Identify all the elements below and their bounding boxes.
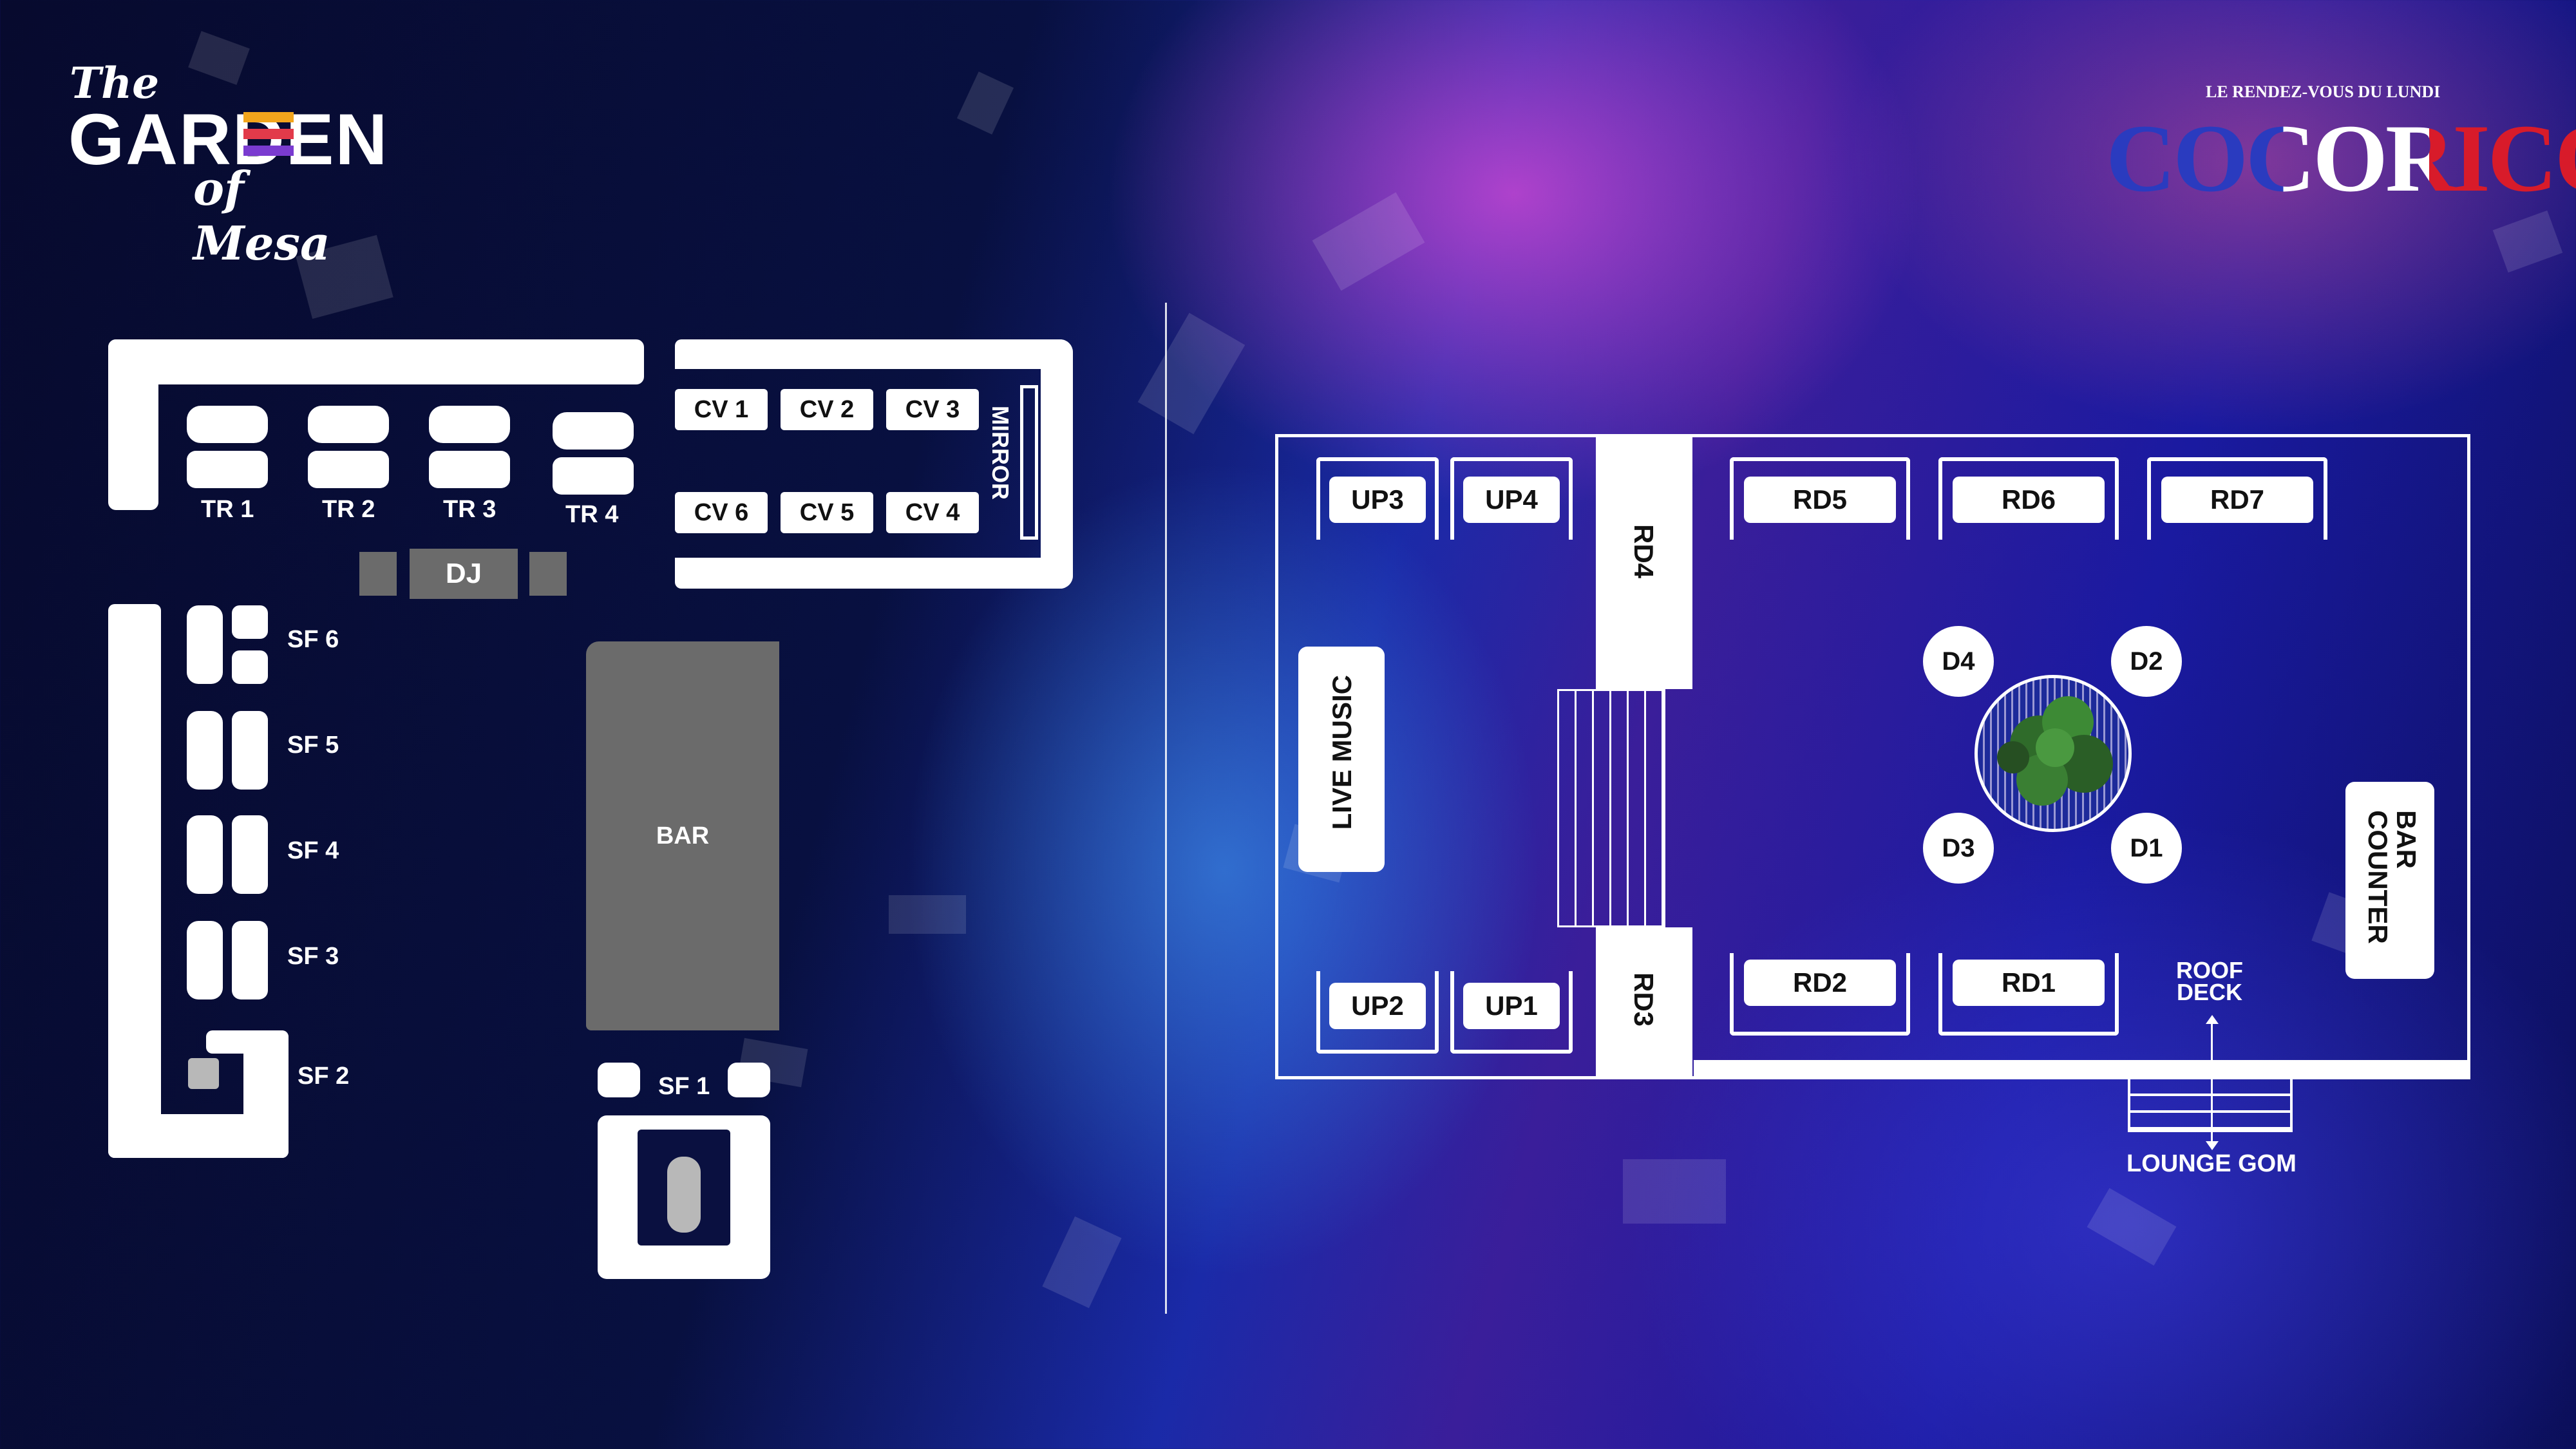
sofa-3[interactable] [187,921,268,999]
bar-counter[interactable]: BAR COUNTER [2345,782,2434,979]
dining-table-d4[interactable]: D4 [1923,626,1994,697]
sofa-label-3: SF 3 [287,943,339,970]
rd-label-2: RD2 [1792,967,1848,998]
sofa-6[interactable] [187,605,268,684]
cv-table-5[interactable]: CV 5 [781,492,873,533]
bar-counter-label: BAR COUNTER [2363,810,2421,944]
roof-deck-label: ROOF DECK [2176,957,2243,1005]
cv-table-4[interactable]: CV 4 [886,492,979,533]
tr-label-1: TR 1 [201,496,254,523]
dining-table-d3[interactable]: D3 [1923,813,1994,884]
rd4-label: RD4 [1629,524,1659,579]
rd-label-6: RD6 [2001,484,2056,515]
cocorico-name: COCORICO [2106,105,2576,212]
bar-label: BAR [656,822,710,849]
cocorico-tagline: LE RENDEZ-VOUS DU LUNDI [2206,82,2441,101]
logo-garden: GARDEN [68,99,389,180]
rd-label-5: RD5 [1792,484,1848,515]
rd-table-1[interactable]: RD1 [1938,953,2119,1036]
interior-stairs [1557,689,1665,927]
live-music-label: LIVE MUSIC [1327,675,1357,830]
up-label-3: UP3 [1351,484,1404,515]
tr-label-4: TR 4 [565,501,619,528]
mirror-label: MIRROR [987,406,1014,500]
cv-table-1[interactable]: CV 1 [675,389,768,430]
rd4-booth[interactable]: RD4 [1596,434,1692,689]
rd3-booth[interactable]: RD3 [1596,927,1692,1079]
rd-label-7: RD7 [2210,484,2265,515]
bar[interactable]: BAR [586,641,779,1030]
rd3-label: RD3 [1629,972,1659,1027]
rd-table-7[interactable]: RD7 [2147,457,2327,540]
dj-label: DJ [445,558,482,589]
dining-table-d2[interactable]: D2 [2111,626,2182,697]
divider-line [1165,303,1167,1314]
tr-table-1[interactable] [187,406,268,489]
sofa-label-1: SF 1 [658,1073,710,1100]
tr-table-2[interactable] [308,406,389,489]
up-label-4: UP4 [1485,484,1538,515]
tr-label-3: TR 3 [443,496,497,523]
lounge-gom-label: LOUNGE GOM [2126,1150,2297,1177]
dj-speaker-left [359,552,397,596]
logo-of-mesa: of Mesa [193,161,330,270]
sofa-4[interactable] [187,815,268,894]
garden-of-mesa-logo: The GARDEN of Mesa [64,58,387,270]
logo-stripes [243,112,294,157]
left-floor-plan: TR 1 TR 2 TR 3 TR 4 DJ MIRROR CV 1 CV 2 … [0,0,1146,1449]
sofa-2[interactable] [188,1058,219,1089]
sofa-label-4: SF 4 [287,837,339,864]
rd-table-6[interactable]: RD6 [1938,457,2119,540]
cv-table-3[interactable]: CV 3 [886,389,979,430]
sofa-5[interactable] [187,711,268,790]
exterior-stairs [2128,1060,2293,1132]
sofa-label-6: SF 6 [287,626,339,653]
up-table-3[interactable]: UP3 [1316,457,1439,540]
live-music-stage[interactable]: LIVE MUSIC [1298,647,1385,872]
sofa-1[interactable] [598,1063,770,1279]
cv-table-6[interactable]: CV 6 [675,492,768,533]
arrow-down-icon [2206,1141,2219,1150]
cocorico-logo: LE RENDEZ-VOUS DU LUNDI COCORICO [2106,77,2576,212]
sofa-label-5: SF 5 [287,732,339,759]
dining-table-d1[interactable]: D1 [2111,813,2182,884]
dj-speaker-right [529,552,567,596]
up-table-1[interactable]: UP1 [1450,971,1573,1054]
tr-label-2: TR 2 [322,496,375,523]
rd-table-2[interactable]: RD2 [1730,953,1910,1036]
up-table-2[interactable]: UP2 [1316,971,1439,1054]
up-label-2: UP2 [1351,990,1404,1021]
tr-table-3[interactable] [429,406,510,489]
up-table-4[interactable]: UP4 [1450,457,1573,540]
arrow-up-icon [2206,1015,2219,1024]
sofa-label-2: SF 2 [298,1063,350,1090]
mirror-panel [1020,385,1038,540]
tr-table-4[interactable] [553,412,634,496]
up-label-1: UP1 [1485,990,1538,1021]
dj-booth[interactable]: DJ [410,549,518,599]
tree-icon [1991,690,2119,819]
cv-table-2[interactable]: CV 2 [781,389,873,430]
logo-the: The [70,58,160,108]
rd-label-1: RD1 [2001,967,2056,998]
tree-planter [1975,675,2132,832]
rd-table-5[interactable]: RD5 [1730,457,1910,540]
